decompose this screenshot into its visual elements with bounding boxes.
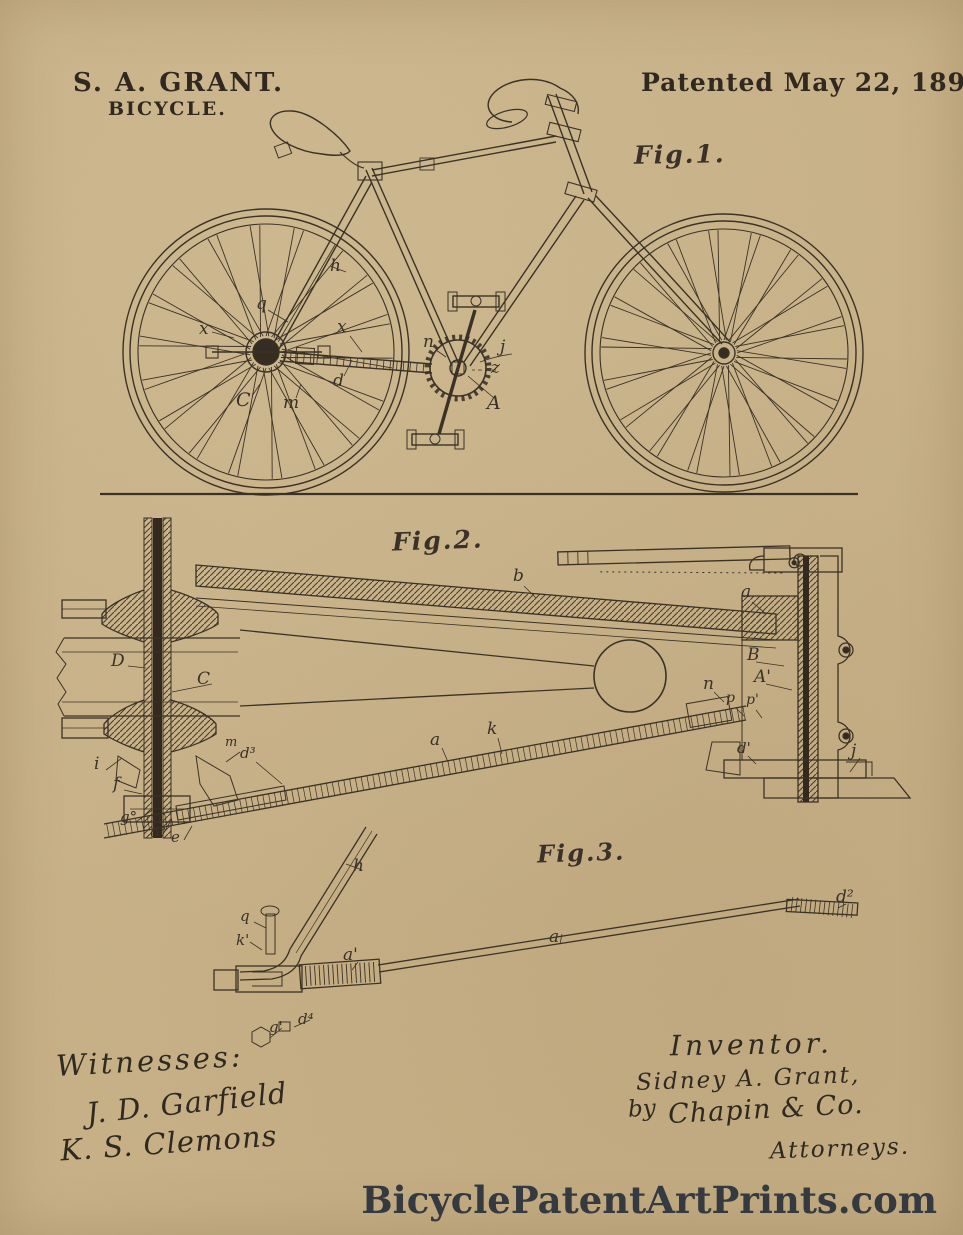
fig3-part-d4: d⁴ xyxy=(298,1010,314,1028)
fig1-label: Fig.1. xyxy=(633,139,726,170)
fig3-label: Fig.3. xyxy=(536,836,626,869)
fig1-part-x2: x xyxy=(337,317,347,337)
fig3-crank-rod-drawing xyxy=(213,826,859,1048)
fig3-part-h: h xyxy=(353,856,364,876)
fig1-part-C: C xyxy=(236,389,251,411)
applicant-name: S. A. GRANT. xyxy=(73,68,285,98)
fig1-part-m: m xyxy=(283,393,300,413)
fig2-part-C: C xyxy=(197,669,211,689)
crank-gear-housing xyxy=(406,291,506,450)
fig2-tube-D xyxy=(55,637,240,717)
fig2-part-f: f xyxy=(113,774,120,794)
fig2-part-d3: d³ xyxy=(240,744,256,762)
fig2-part-p1: p' xyxy=(746,692,759,708)
fig2-part-D: D xyxy=(111,651,125,671)
fig2-part-a-top: a xyxy=(741,582,752,602)
fig3-part-a1: a' xyxy=(343,945,358,965)
fig2-left-hub-assembly xyxy=(61,517,239,839)
watermark-website: BicyclePatentArtPrints.com xyxy=(361,1178,937,1222)
attorneys-label: Attorneys. xyxy=(769,1133,911,1165)
fig3-part-a: a xyxy=(549,927,560,947)
fig2-shaft-and-roller xyxy=(239,629,667,713)
fig3-part-g1: g' xyxy=(269,1018,283,1036)
fig2-part-j: j xyxy=(851,741,857,761)
patent-title: BICYCLE. xyxy=(108,98,227,120)
front-wheel xyxy=(584,213,864,493)
fig1-part-A: A xyxy=(487,392,501,414)
fig3-rod xyxy=(298,896,859,990)
fig2-right-assembly xyxy=(705,547,912,803)
fig3-part-q: q xyxy=(240,907,250,925)
fig2-part-k: k xyxy=(487,719,498,739)
fig1-part-h: h xyxy=(330,256,341,276)
fig2-part-e: e xyxy=(171,828,180,846)
handlebar xyxy=(486,78,580,130)
inventor-label: Inventor. xyxy=(669,1026,834,1063)
fig3-part-k1: k' xyxy=(236,931,250,949)
fig2-top-bar xyxy=(557,545,800,574)
fig2-part-A1: A' xyxy=(754,667,771,687)
fig2-part-d1: d' xyxy=(737,739,751,757)
patent-date: Patented May 22, 1894. xyxy=(641,68,963,97)
fig3-part-d2: d² xyxy=(836,887,854,907)
fig2-part-a-mid: a xyxy=(430,730,441,750)
fig2-part-i: i xyxy=(94,754,100,774)
fig2-part-o0: o° xyxy=(150,823,167,841)
fig1-leader-lines xyxy=(211,265,513,399)
fig2-part-n: n xyxy=(703,674,714,694)
fig2-part-b: b xyxy=(513,566,524,586)
fig1-part-n: n xyxy=(423,332,434,352)
fig2-bottom-rod xyxy=(103,695,747,839)
fig1-part-j: j xyxy=(500,337,506,357)
fig2-top-tube-b xyxy=(195,564,777,649)
fig2-label: Fig.2. xyxy=(391,524,485,557)
fig2-part-g0: g° xyxy=(120,808,138,826)
fig3-elbow-clevis xyxy=(213,905,303,993)
fig1-bicycle-drawing xyxy=(100,78,864,496)
saddle xyxy=(269,110,365,169)
fig2-part-m: m xyxy=(225,735,238,750)
fig2-part-B: B xyxy=(747,645,760,665)
fig2-section-drawing xyxy=(55,517,912,841)
fig2-leader-lines xyxy=(105,585,861,841)
fig3-leader-lines xyxy=(249,863,847,1039)
fig1-part-z: z xyxy=(491,358,500,378)
fig1-part-d: d xyxy=(333,371,344,391)
by-label: by xyxy=(627,1095,657,1123)
fig1-part-q: q xyxy=(256,294,267,314)
fig2-part-p: p xyxy=(726,690,735,706)
fig3-small-parts xyxy=(251,1021,291,1048)
fig3-tube-h xyxy=(289,826,378,957)
fig1-part-x1: x xyxy=(199,319,209,339)
